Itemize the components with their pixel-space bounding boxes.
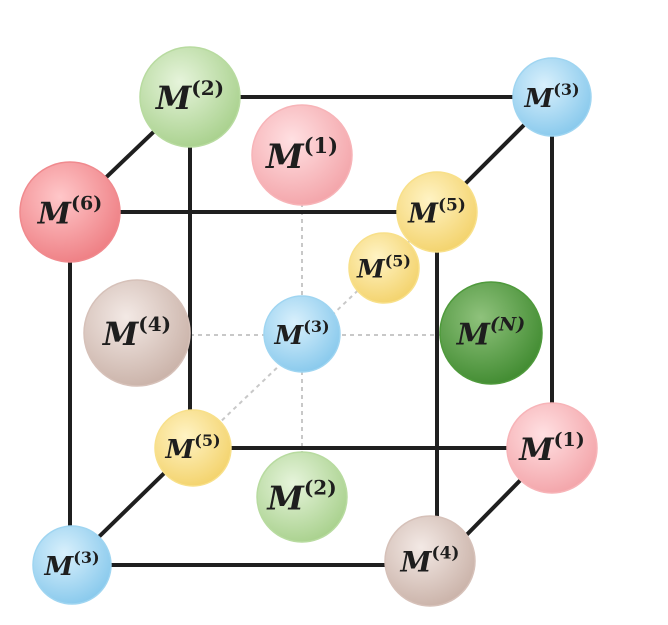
node-label-base: M — [266, 479, 305, 518]
node-label: M(1) — [265, 133, 338, 177]
matrix-node-face-left: M(4) — [83, 279, 191, 387]
node-label-superscript: (3) — [303, 317, 329, 336]
matrix-nodes: M(2)M(3)M(6)M(5)M(5)M(1)M(3)M(4)M(1)M(4)… — [19, 46, 598, 607]
node-circle — [396, 171, 478, 253]
matrix-node-v-bottom-back-left: M(5) — [154, 409, 232, 487]
node-label-superscript: (N) — [490, 313, 525, 335]
node-label-base: M — [518, 432, 555, 468]
node-label-base: M — [164, 435, 195, 465]
node-label-superscript: (2) — [191, 76, 224, 100]
matrix-node-v-bottom-back-right: M(1) — [506, 402, 598, 494]
node-label-base: M — [273, 321, 304, 351]
node-label-base: M — [102, 315, 140, 353]
node-label: M(4) — [400, 544, 460, 579]
node-circle — [83, 279, 191, 387]
node-label: M(N) — [456, 313, 526, 352]
matrix-node-v-top-back-left: M(2) — [139, 46, 241, 148]
matrix-node-face-right: M(N) — [439, 281, 543, 385]
node-label-base: M — [155, 79, 193, 117]
matrix-node-v-top-back-right: M(3) — [512, 57, 592, 137]
node-label-superscript: (6) — [71, 192, 102, 214]
node-label-superscript: (4) — [432, 544, 460, 564]
node-circle — [506, 402, 598, 494]
node-label-superscript: (3) — [73, 548, 99, 567]
node-label: M(2) — [155, 76, 224, 117]
node-circle — [32, 525, 112, 605]
node-label-base: M — [523, 84, 554, 114]
node-label-superscript: (3) — [553, 80, 579, 99]
node-label-superscript: (1) — [554, 429, 585, 451]
node-circle — [263, 295, 341, 373]
node-label: M(5) — [407, 195, 466, 229]
matrix-node-v-bottom-front-right: M(4) — [384, 515, 476, 607]
node-circle — [512, 57, 592, 137]
matrix-node-v-top-front-left: M(6) — [19, 161, 121, 263]
node-label: M(6) — [37, 192, 102, 231]
node-label-base: M — [37, 196, 72, 231]
node-label-base: M — [356, 255, 386, 284]
node-circle — [19, 161, 121, 263]
node-circle — [251, 104, 353, 206]
matrix-node-inner-diagonal: M(5) — [348, 232, 420, 304]
node-label-superscript: (1) — [304, 133, 338, 158]
node-label: M(5) — [356, 252, 411, 284]
node-circle — [439, 281, 543, 385]
node-label-superscript: (5) — [385, 252, 411, 271]
node-label-base: M — [407, 198, 439, 229]
node-label: M(3) — [523, 80, 579, 114]
node-circle — [348, 232, 420, 304]
node-label-base: M — [456, 317, 491, 352]
matrix-node-face-bottom: M(2) — [256, 451, 348, 543]
node-label: M(4) — [102, 312, 171, 353]
node-label: M(5) — [164, 431, 220, 465]
matrix-node-center: M(3) — [263, 295, 341, 373]
matrix-node-v-top-front-right: M(5) — [396, 171, 478, 253]
node-label-base: M — [265, 137, 305, 177]
matrix-node-face-top: M(1) — [251, 104, 353, 206]
node-label: M(1) — [518, 429, 585, 468]
node-label: M(3) — [43, 548, 99, 582]
node-label-base: M — [43, 552, 74, 582]
node-label-superscript: (4) — [138, 312, 171, 336]
node-label: M(2) — [266, 476, 336, 518]
node-circle — [384, 515, 476, 607]
node-label-base: M — [400, 546, 433, 579]
node-circle — [154, 409, 232, 487]
matrix-node-v-bottom-front-left: M(3) — [32, 525, 112, 605]
node-label-superscript: (5) — [194, 431, 220, 450]
node-label-superscript: (5) — [438, 195, 466, 215]
node-label-superscript: (2) — [304, 476, 337, 500]
node-circle — [256, 451, 348, 543]
node-circle — [139, 46, 241, 148]
node-label: M(3) — [273, 317, 329, 351]
